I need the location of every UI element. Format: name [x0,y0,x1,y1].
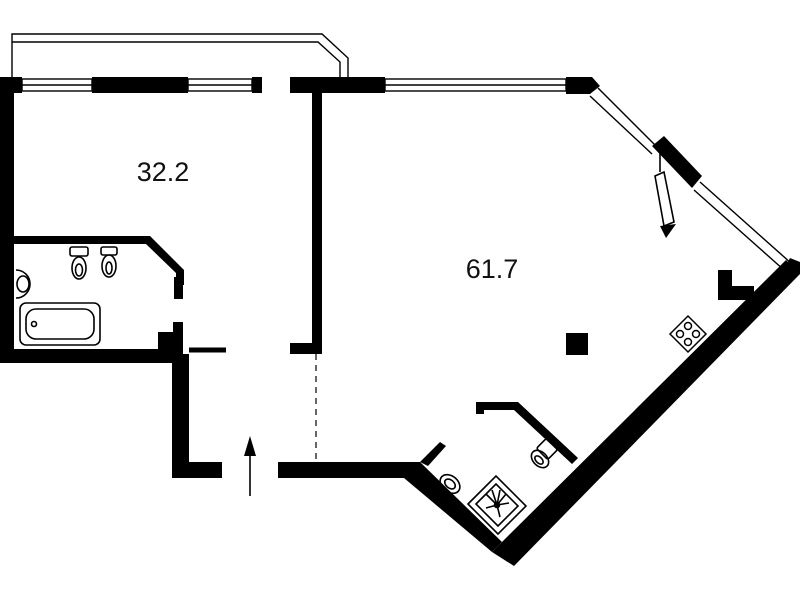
sink-icon [439,473,461,495]
walls [0,77,800,566]
sink-icon [15,269,31,299]
arrow-up-icon [244,436,256,496]
room-area-label: 61.7 [466,254,519,284]
toilet-icon [530,438,558,469]
bidet-icon [100,246,118,278]
room-area-label: 32.2 [137,157,190,187]
shower-tray-icon [466,474,528,536]
right-bathroom [420,402,578,536]
balcony [11,33,349,77]
windows [21,78,567,92]
balcony-door [654,150,676,238]
left-bathroom [14,236,184,346]
window-diagonal [589,87,793,271]
column [566,333,588,355]
stove-icon [668,314,708,354]
toilet-icon [69,246,89,280]
bathtub-icon [19,302,101,346]
